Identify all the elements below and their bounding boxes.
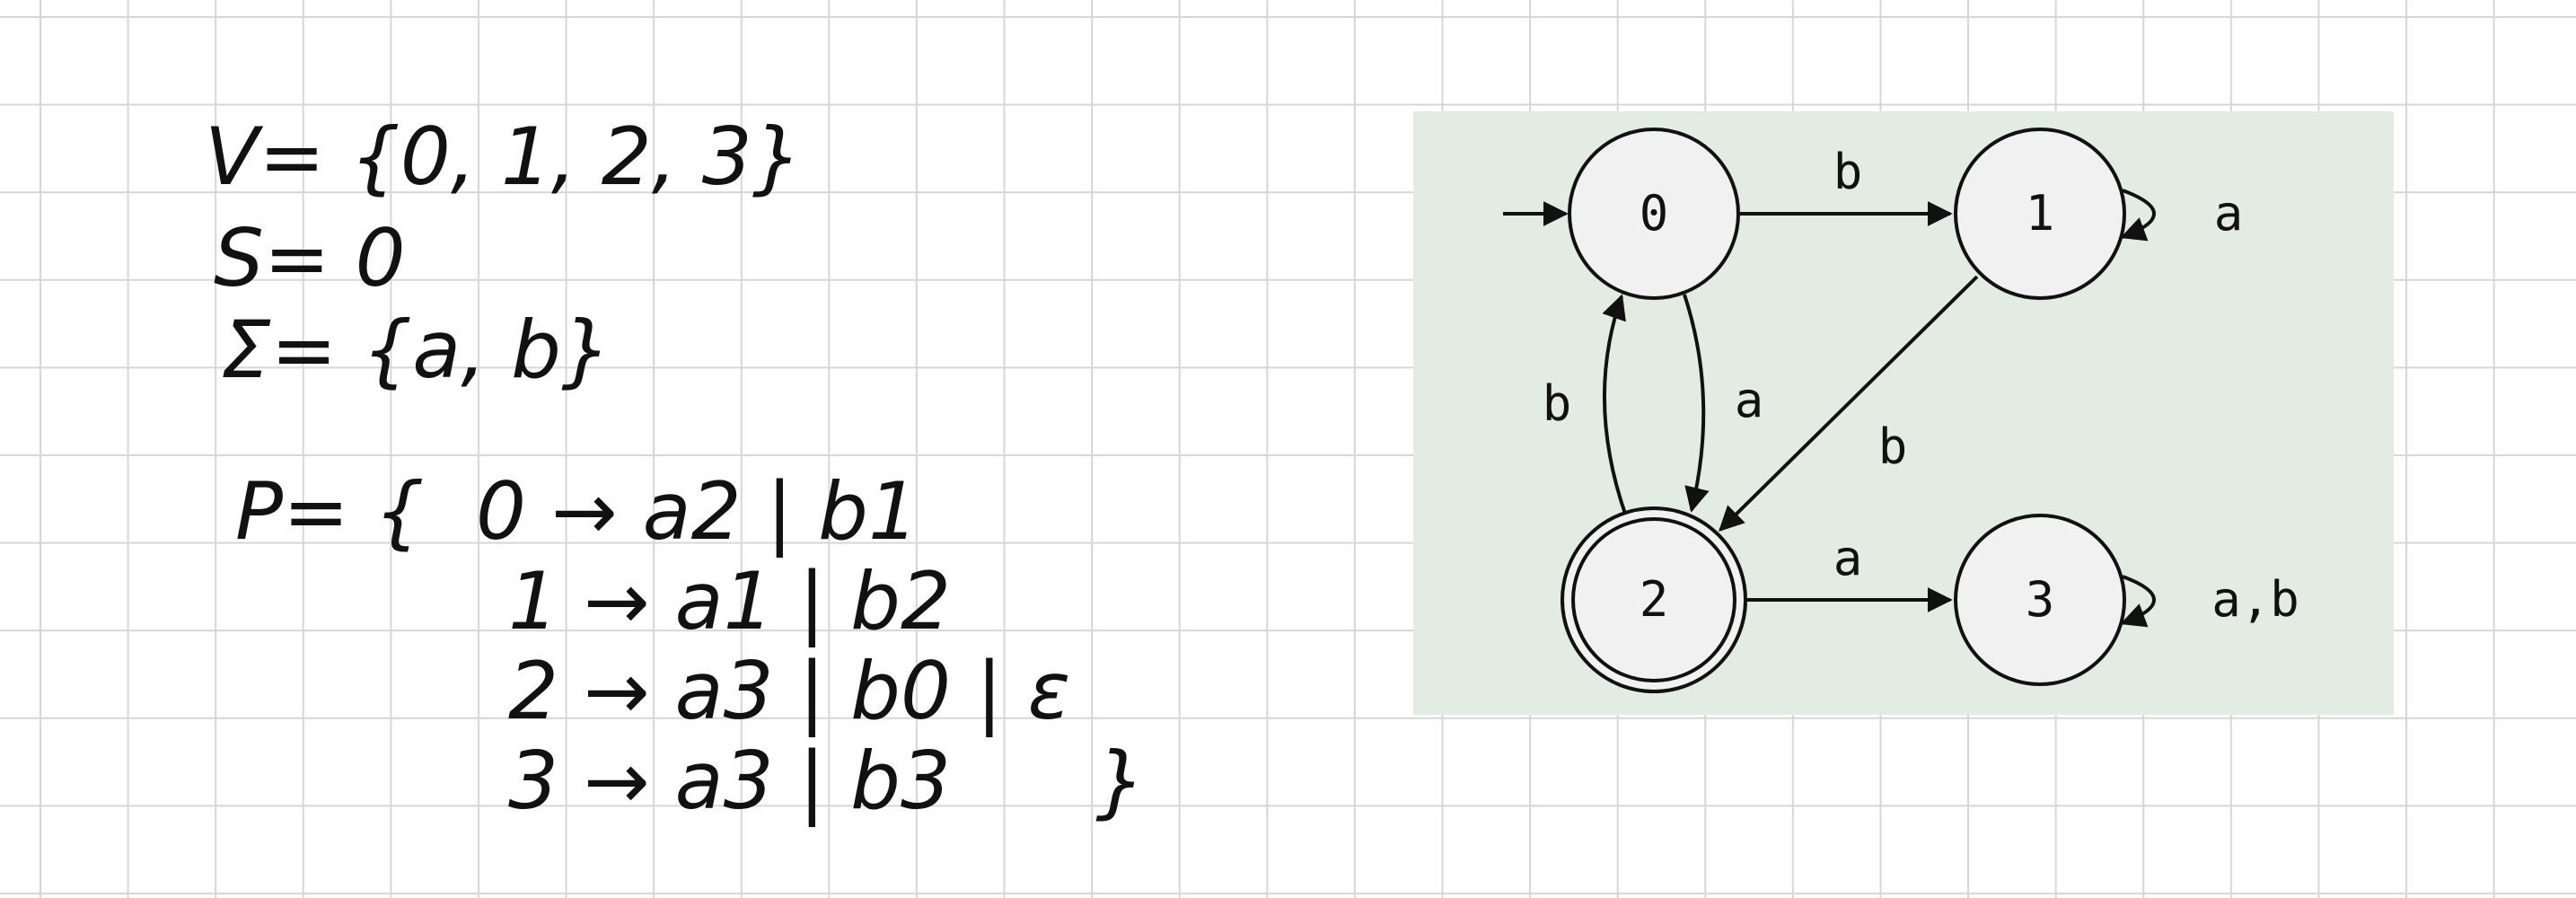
state-0-label: 0 — [1640, 185, 1669, 242]
edge-1-2 — [1719, 275, 1979, 532]
productions-closing-brace: } — [1095, 735, 1146, 827]
edge-1-1 — [2120, 189, 2156, 242]
edge-2-3-label: a — [1833, 530, 1863, 586]
rule-2: 2 → a3 | b0 | ε — [508, 645, 1070, 738]
state-1-label: 1 — [2026, 185, 2055, 242]
states-set: V= {0, 1, 2, 3} — [205, 110, 803, 203]
automaton-diagram: b a a b b a a,b 0 1 2 3 — [1503, 128, 2299, 693]
edge-3-3 — [2120, 575, 2156, 628]
alphabet-set: Σ= {a, b} — [221, 304, 611, 396]
state-3-label: 3 — [2026, 571, 2055, 628]
edge-0-2 — [1683, 294, 1710, 513]
rule-0: 0 → a2 | b1 — [476, 465, 919, 559]
productions-prefix: P= { — [235, 465, 425, 558]
edge-3-3-label: a,b — [2211, 571, 2299, 628]
edge-1-1-label: a — [2214, 185, 2244, 242]
edge-1-2-label: b — [1878, 418, 1908, 475]
rule-3: 3 → a3 | b3 — [508, 735, 951, 828]
state-0: 0 — [1568, 128, 1740, 300]
edge-2-0-label: b — [1543, 375, 1572, 432]
edge-0-1-label: b — [1833, 144, 1863, 200]
rule-1: 1 → a1 | b2 — [508, 555, 951, 648]
edge-2-0 — [1602, 294, 1627, 515]
state-3: 3 — [1954, 514, 2126, 686]
start-symbol: S= 0 — [214, 212, 406, 304]
state-1: 1 — [1954, 128, 2126, 300]
grammar-notes: V= {0, 1, 2, 3} S= 0 Σ= {a, b} P= { 0 → … — [205, 110, 1146, 828]
edge-0-2-label: a — [1735, 372, 1764, 428]
state-2-label: 2 — [1640, 571, 1669, 628]
automaton-panel: b a a b b a a,b 0 1 2 3 — [1413, 111, 2394, 715]
state-2-accepting: 2 — [1561, 506, 1747, 693]
